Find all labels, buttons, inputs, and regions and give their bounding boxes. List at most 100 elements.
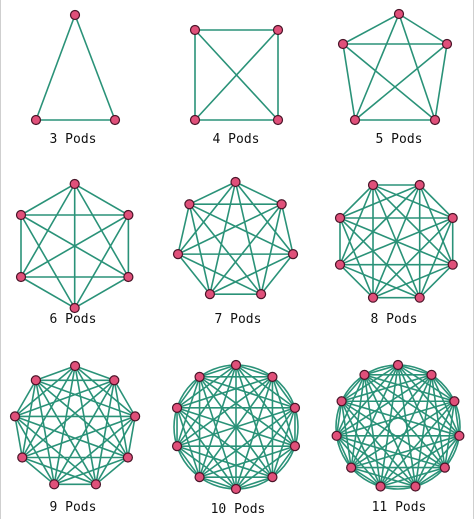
edge-1-8 <box>14 365 76 418</box>
pod-node-10 <box>336 396 347 407</box>
pod-node-3 <box>288 249 299 260</box>
edge-5-6 <box>20 276 76 309</box>
edge-6-10 <box>340 400 417 488</box>
edge-5-11 <box>363 374 446 469</box>
edge-2-3 <box>430 374 456 402</box>
edge-6-8 <box>14 416 55 485</box>
edge-6-7 <box>177 204 191 255</box>
pod-node-1 <box>189 24 201 36</box>
edge-2-6 <box>20 183 76 278</box>
edge-8-9 <box>14 379 37 417</box>
edge-3-4 <box>127 416 136 458</box>
edge-5-7 <box>21 456 97 486</box>
edge-1-4 <box>74 365 129 458</box>
pod-node-2 <box>337 38 349 50</box>
pod-node-3 <box>129 411 141 422</box>
edge-1-7 <box>21 365 76 458</box>
edge-1-3 <box>235 181 295 255</box>
edge-2-6 <box>178 203 283 255</box>
edge-1-11 <box>364 364 399 376</box>
edge-5-8 <box>176 445 273 478</box>
edge-3-4 <box>453 401 461 436</box>
edge-2-4 <box>342 43 356 121</box>
graph-9-pods-drawing <box>9 360 141 490</box>
graph-label-7-pods: 7 Pods <box>214 312 262 327</box>
edge-9-10 <box>335 401 343 436</box>
edge-1-4 <box>235 181 263 295</box>
edge-6-7 <box>339 263 374 298</box>
pod-node-8 <box>334 212 345 223</box>
edge-5-7 <box>339 263 420 299</box>
pod-node-2 <box>267 371 278 382</box>
pod-node-7 <box>194 472 205 483</box>
edge-1-5 <box>209 181 237 295</box>
edge-4-8 <box>14 415 129 459</box>
edge-1-2 <box>342 13 400 45</box>
graph-10-pods-drawing <box>171 359 301 495</box>
pod-node-5 <box>429 114 441 126</box>
edge-2-5 <box>209 203 283 295</box>
edge-5-6 <box>177 253 212 295</box>
pod-node-4 <box>256 289 267 300</box>
pod-node-10 <box>194 371 205 382</box>
edge-6-11 <box>363 374 417 487</box>
pod-node-7 <box>17 452 28 463</box>
edge-1-2 <box>235 181 283 205</box>
edge-4-5 <box>74 276 130 309</box>
graph-panel-9-pods: 9 Pods <box>7 358 143 515</box>
graph-panel-3-pods: 3 Pods <box>28 7 123 147</box>
pod-node-8 <box>171 441 183 452</box>
edge-5-8 <box>339 217 420 298</box>
graph-4-pods-drawing <box>189 24 284 126</box>
edge-1-3 <box>74 14 116 121</box>
edge-4-5 <box>444 435 461 468</box>
edge-6-9 <box>34 380 55 485</box>
edge-4-10 <box>199 376 296 447</box>
graph-panel-8-pods: 8 Pods <box>332 177 461 327</box>
edge-2-4 <box>260 204 283 295</box>
graph-label-3-pods: 3 Pods <box>49 132 97 147</box>
edge-2-5 <box>95 380 115 485</box>
graph-label-4-pods: 4 Pods <box>212 132 260 147</box>
pod-node-2 <box>272 24 284 36</box>
pod-node-5 <box>414 292 425 303</box>
edge-2-3 <box>271 376 296 409</box>
edge-2-6 <box>53 379 115 485</box>
edge-3-9 <box>35 379 136 418</box>
pod-node-5 <box>69 302 81 314</box>
edge-2-3 <box>194 29 279 121</box>
pod-node-4 <box>289 441 301 452</box>
edge-1-2 <box>397 364 432 376</box>
edge-7-9 <box>21 380 37 458</box>
pod-node-4 <box>454 430 465 441</box>
graph-label-6-pods: 6 Pods <box>49 312 97 327</box>
pod-node-7 <box>334 259 345 270</box>
edge-4-6 <box>372 263 453 299</box>
edge-1-6 <box>53 365 76 485</box>
edge-8-10 <box>340 401 352 468</box>
edge-3-4 <box>354 43 448 121</box>
edge-1-4 <box>372 184 453 265</box>
edge-3-6 <box>372 217 453 298</box>
edge-1-2 <box>35 14 76 121</box>
edge-3-5 <box>74 214 130 309</box>
edge-3-6 <box>414 400 456 487</box>
edge-1-5 <box>398 13 436 121</box>
edge-3-6 <box>53 415 136 485</box>
edge-1-5 <box>74 365 97 485</box>
edge-1-3 <box>398 13 448 45</box>
edge-5-6 <box>415 466 446 488</box>
edge-3-5 <box>434 43 448 121</box>
edge-5-10 <box>198 376 274 478</box>
edge-1-2 <box>20 183 76 216</box>
edge-5-9 <box>176 407 273 478</box>
edge-4-9 <box>35 379 129 459</box>
pod-node-7 <box>184 199 195 210</box>
edge-1-10 <box>199 364 237 378</box>
edge-6-8 <box>338 217 374 298</box>
pod-node-7 <box>375 481 386 492</box>
edge-6-9 <box>176 407 237 490</box>
pod-node-6 <box>367 292 378 303</box>
edge-1-9 <box>35 365 76 382</box>
edge-9-10 <box>176 376 201 409</box>
